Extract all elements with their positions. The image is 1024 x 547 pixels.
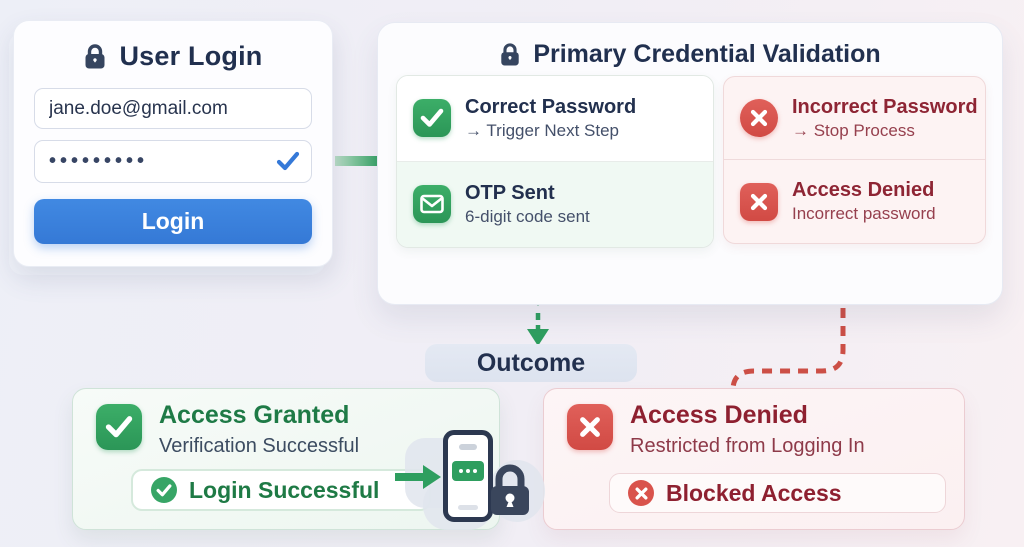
access-denied-card: Access Denied Restricted from Logging In… [543,388,965,530]
mail-square-icon [413,185,451,224]
correct-password-subtitle: → Trigger Next Step [465,120,620,140]
arrow-right-icon [395,465,441,489]
access-denied-row-subtitle: Incorrect password [792,204,936,224]
lock-icon [83,43,107,70]
otp-sent-title: OTP Sent [465,181,555,204]
login-successful-label: Login Successful [189,476,380,503]
phone-notch [459,444,477,450]
check-square-icon [96,404,142,450]
user-login-card: User Login Login [13,20,333,267]
blocked-access-badge: Blocked Access [609,473,946,513]
outcome-label: Outcome [476,348,586,377]
phone-verification-illustration [393,418,545,547]
access-granted-subtitle: Verification Successful [159,435,360,457]
access-granted-title: Access Granted [159,401,350,429]
password-field[interactable] [34,140,312,183]
login-successful-badge: Login Successful [131,469,431,511]
login-card-title: User Login [119,41,263,71]
check-circle-icon [151,477,177,503]
lock-icon [499,42,521,67]
email-field[interactable] [34,88,312,129]
otp-sent-subtitle: 6-digit code sent [465,206,590,226]
check-square-icon [413,99,451,138]
validation-panel-title: Primary Credential Validation [533,40,881,68]
x-circle-icon [740,99,778,137]
primary-credential-validation-panel: Primary Credential Validation Correct Pa… [377,22,1003,305]
x-square-icon [567,404,613,450]
access-denied-row-title: Access Denied [792,179,935,202]
password-field-wrap [34,140,312,183]
x-square-icon [740,182,778,221]
x-circle-icon [628,480,654,506]
login-button[interactable]: Login [34,199,312,244]
access-denied-row: Access Denied Incorrect password [724,160,985,243]
success-branch-card: Correct Password → Trigger Next Step OTP… [396,75,714,248]
incorrect-password-row: Incorrect Password → Stop Process [724,77,985,160]
failure-branch-card: Incorrect Password → Stop Process Access… [723,76,986,244]
outcome-label-pill: Outcome [425,344,637,382]
message-bubble-icon [452,461,484,481]
access-denied-subtitle: Restricted from Logging In [630,435,865,457]
otp-sent-row: OTP Sent 6-digit code sent [397,161,713,247]
correct-password-row: Correct Password → Trigger Next Step [397,76,713,162]
phone-home-bar [458,505,478,510]
password-valid-check-icon [276,150,300,177]
correct-password-title: Correct Password [465,95,637,118]
incorrect-password-subtitle: → Stop Process [792,120,915,140]
incorrect-password-title: Incorrect Password [792,95,978,118]
phone-icon [443,430,493,522]
access-denied-title: Access Denied [630,401,808,429]
blocked-access-label: Blocked Access [666,479,842,506]
padlock-icon [491,464,529,515]
